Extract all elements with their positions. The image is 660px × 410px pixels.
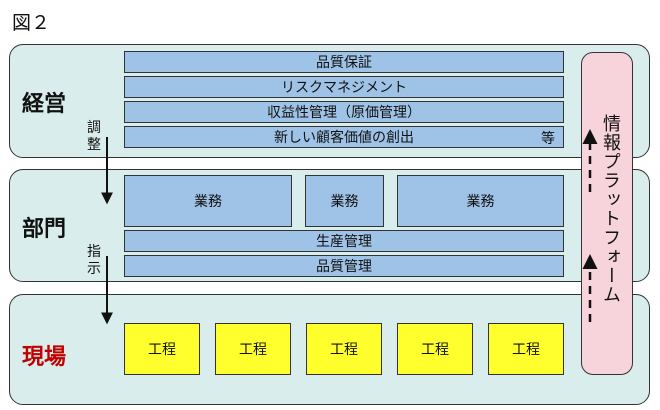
management-bar-risk-management: リスクマネジメント: [124, 76, 564, 98]
management-title: 経営: [22, 92, 67, 117]
management-bar-profitability: 収益性管理（原価管理）: [124, 101, 564, 123]
department-bar-production-control: 生産管理: [124, 230, 564, 252]
process-box-3: 工程: [306, 323, 382, 375]
process-box-1: 工程: [124, 323, 200, 375]
process-box-5: 工程: [488, 323, 564, 375]
instruct-char-2: 示: [87, 261, 101, 277]
adjust-label: 調 整: [85, 120, 103, 154]
management-bar-new-value: 新しい顧客価値の創出 等: [124, 126, 564, 148]
department-task-box-3: 業務: [397, 175, 564, 227]
instruct-label: 指 示: [85, 244, 103, 278]
process-box-2: 工程: [215, 323, 291, 375]
instruct-char-1: 指: [87, 244, 101, 260]
adjust-char-1: 調: [87, 120, 101, 136]
process-box-4: 工程: [397, 323, 473, 375]
department-title: 部門: [22, 217, 67, 242]
department-bar-quality-control: 品質管理: [124, 255, 564, 277]
department-task-box-2: 業務: [305, 175, 384, 227]
department-task-box-1: 業務: [124, 175, 292, 227]
figure-label: 図２: [12, 12, 51, 34]
management-bar-suffix: 等: [541, 131, 555, 147]
adjust-char-2: 整: [87, 137, 101, 153]
information-platform-label: 情報プラットフォーム: [600, 114, 621, 304]
management-bar-new-value-label: 新しい顧客価値の創出: [274, 130, 414, 146]
site-title: 現場: [22, 345, 67, 370]
management-bar-quality-assurance: 品質保証: [124, 51, 564, 73]
